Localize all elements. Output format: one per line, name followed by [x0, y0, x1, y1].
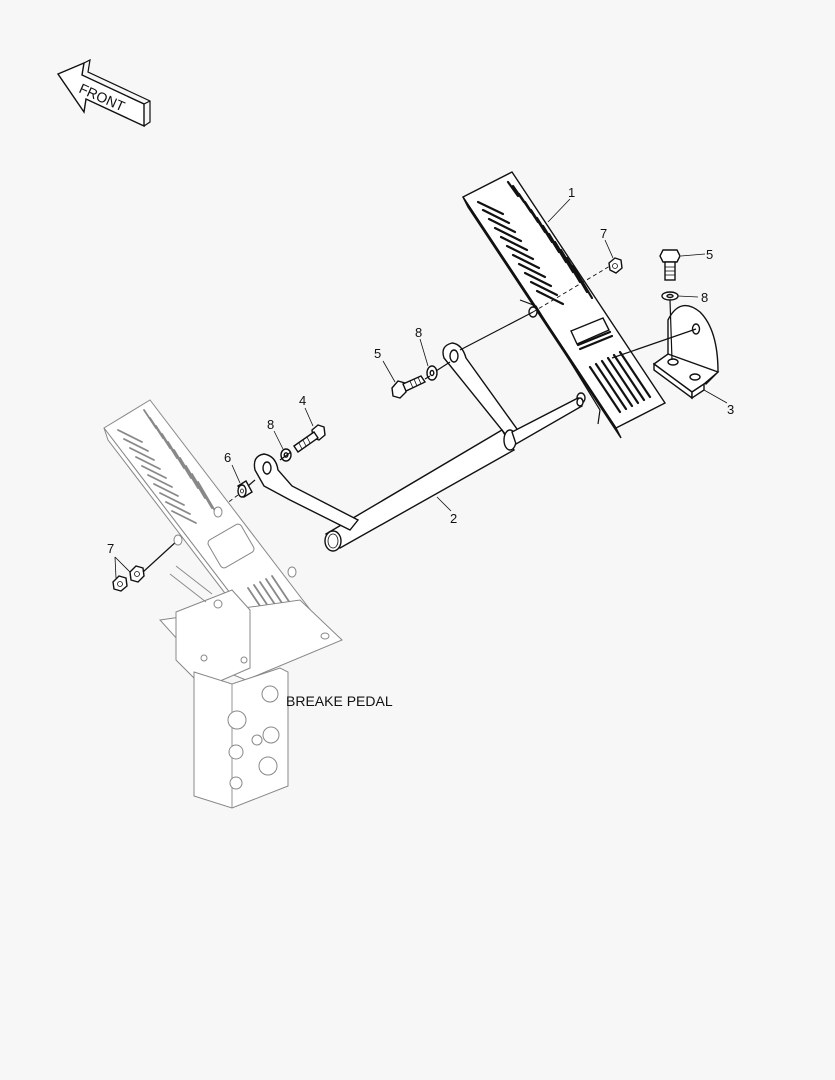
bolt-top-right	[659, 249, 681, 281]
nut-top	[608, 257, 623, 274]
nut-left-upper	[129, 565, 145, 583]
washer-top-right	[661, 291, 679, 301]
callout-3: 3	[727, 402, 734, 417]
pedal-heel-ribs	[588, 350, 652, 414]
callout-8-left: 8	[267, 417, 274, 432]
bolt-middle	[391, 375, 427, 399]
accelerator-pedal	[461, 171, 667, 439]
washer-middle	[426, 365, 438, 381]
callout-6: 6	[224, 450, 231, 465]
linkage-shaft	[253, 342, 584, 552]
mounting-bracket	[652, 304, 720, 400]
callout-2: 2	[450, 511, 457, 526]
brake-pedal-assembly	[103, 399, 343, 809]
bolt-4	[293, 424, 326, 453]
spacer-bushing	[237, 480, 253, 498]
leader-lines	[114, 198, 728, 579]
callout-8-middle: 8	[415, 325, 422, 340]
front-direction-arrow-icon: FRONT	[56, 58, 151, 128]
nut-left-lower	[112, 575, 128, 592]
brake-pedal-caption: BREAKE PEDAL	[286, 693, 393, 709]
pedal-tread-ribs	[476, 180, 594, 306]
callout-8-top-right: 8	[701, 290, 708, 305]
callout-1: 1	[568, 185, 575, 200]
callout-7-top: 7	[600, 226, 607, 241]
callout-5-middle: 5	[374, 346, 381, 361]
callout-7-left: 7	[107, 541, 114, 556]
callout-4: 4	[299, 393, 306, 408]
callout-5-top: 5	[706, 247, 713, 262]
